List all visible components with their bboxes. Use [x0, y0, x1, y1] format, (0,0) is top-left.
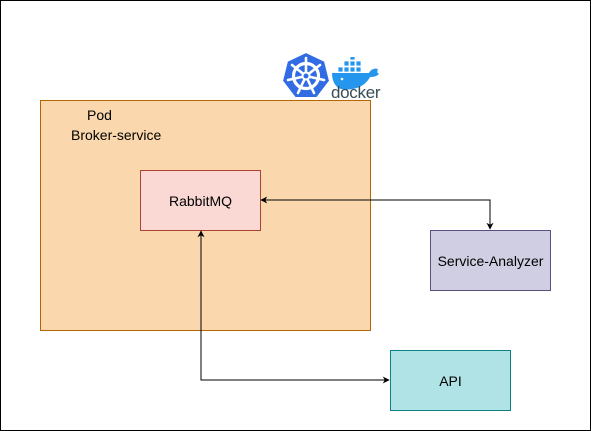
pod-name: Broker-service	[71, 127, 162, 143]
kubernetes-wheel-icon	[280, 51, 332, 99]
docker-wordmark: docker	[331, 83, 381, 102]
pod-title: Pod	[87, 107, 112, 123]
docker-whale-icon	[332, 57, 379, 90]
api-node: API	[390, 350, 511, 411]
rabbitmq-api-connector	[197, 230, 390, 384]
service-analyzer-node: Service-Analyzer	[430, 230, 551, 291]
rabbitmq-analyzer-connector	[260, 196, 494, 230]
